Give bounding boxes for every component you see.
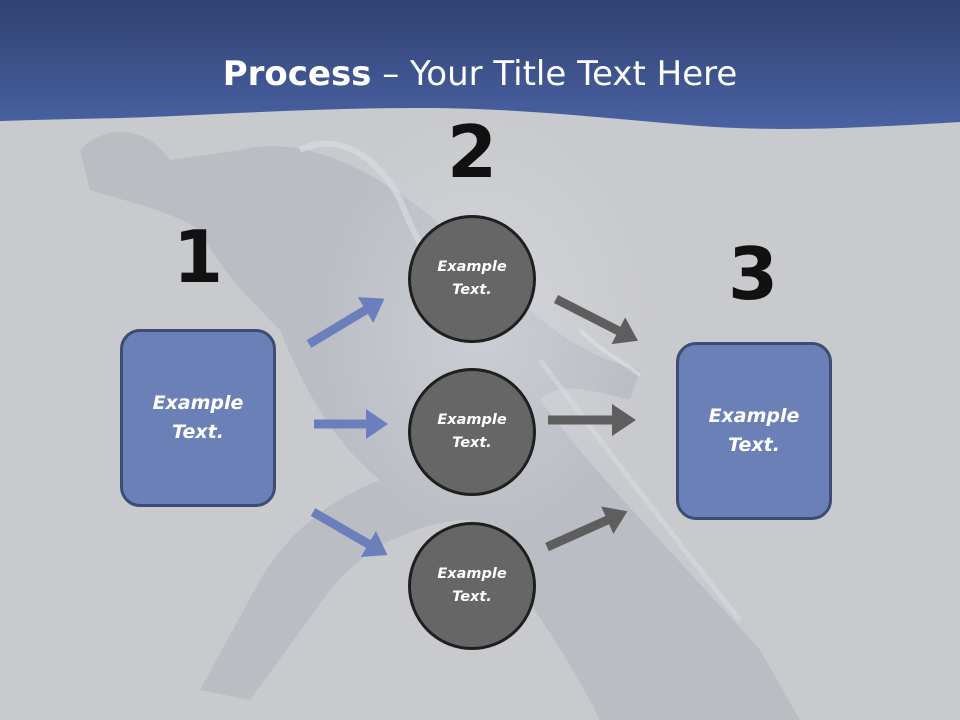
arrow-from-circle-top xyxy=(553,294,638,345)
circle-text: Example Text. xyxy=(437,259,507,298)
step-2-circle-top: Example Text. xyxy=(408,215,536,343)
arrow-to-circle-bottom xyxy=(310,508,388,557)
title-bold: Process xyxy=(222,54,372,94)
arrow-to-circle-top xyxy=(306,297,385,348)
step-1-number: 1 xyxy=(172,215,224,299)
circle-text: Example Text. xyxy=(437,566,507,605)
title-rest: – Your Title Text Here xyxy=(371,54,738,94)
step-3-text: Example Text. xyxy=(708,405,800,456)
step-3-number: 3 xyxy=(727,232,779,316)
circle-text: Example Text. xyxy=(437,412,507,451)
gray-arrows xyxy=(545,294,638,552)
step-2-circle-middle: Example Text. xyxy=(408,368,536,496)
step-1-box: Example Text. xyxy=(120,329,276,507)
step-2-number: 2 xyxy=(446,110,498,194)
step-3-box: Example Text. xyxy=(676,342,832,520)
arrow-from-circle-bottom xyxy=(545,506,628,552)
arrow-from-circle-middle xyxy=(548,404,636,436)
step-1-text: Example Text. xyxy=(152,392,244,443)
arrow-to-circle-middle xyxy=(314,409,388,439)
slide-title: Process – Your Title Text Here xyxy=(0,52,960,96)
header-band xyxy=(0,0,960,129)
step-2-circle-bottom: Example Text. xyxy=(408,522,536,650)
blue-arrows xyxy=(306,297,388,557)
